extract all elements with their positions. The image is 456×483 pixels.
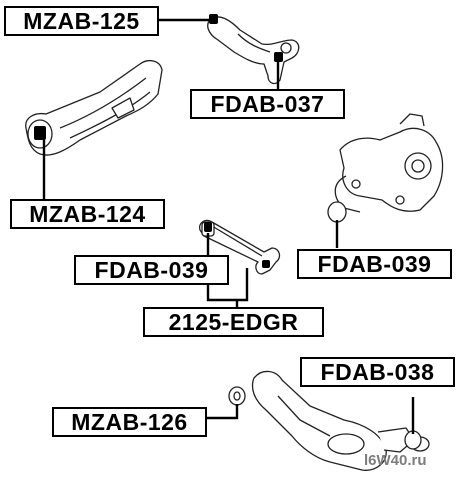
bushings: [34, 14, 283, 268]
rear-knuckle: [339, 127, 444, 212]
bushing-fdab-037: [274, 52, 283, 62]
label-fdab-037: FDAB-037: [190, 89, 345, 119]
bushing-mzab-125: [209, 14, 218, 24]
bushing-mzab-124: [34, 126, 46, 140]
watermark: l6W40.ru: [364, 452, 427, 469]
label-fdab-039-left: FDAB-039: [74, 255, 229, 285]
label-2125-edgr: 2125-EDGR: [143, 307, 324, 337]
bushing-2125-edgr: [262, 260, 270, 268]
label-mzab-126: MZAB-126: [52, 407, 207, 437]
bushing-fdab-039-left: [204, 222, 212, 232]
bushing-fdab-039-right: [327, 201, 347, 223]
label-fdab-038: FDAB-038: [300, 357, 455, 387]
label-mzab-125: MZAB-125: [4, 6, 159, 36]
label-fdab-039-right: FDAB-039: [297, 249, 452, 279]
upper-control-arm: [207, 16, 300, 85]
label-mzab-124: MZAB-124: [10, 199, 165, 229]
leader-lines: [42, 18, 415, 434]
upper-arm-eye: [280, 42, 292, 54]
trailing-arm: [25, 59, 163, 156]
lateral-link: [199, 219, 281, 275]
